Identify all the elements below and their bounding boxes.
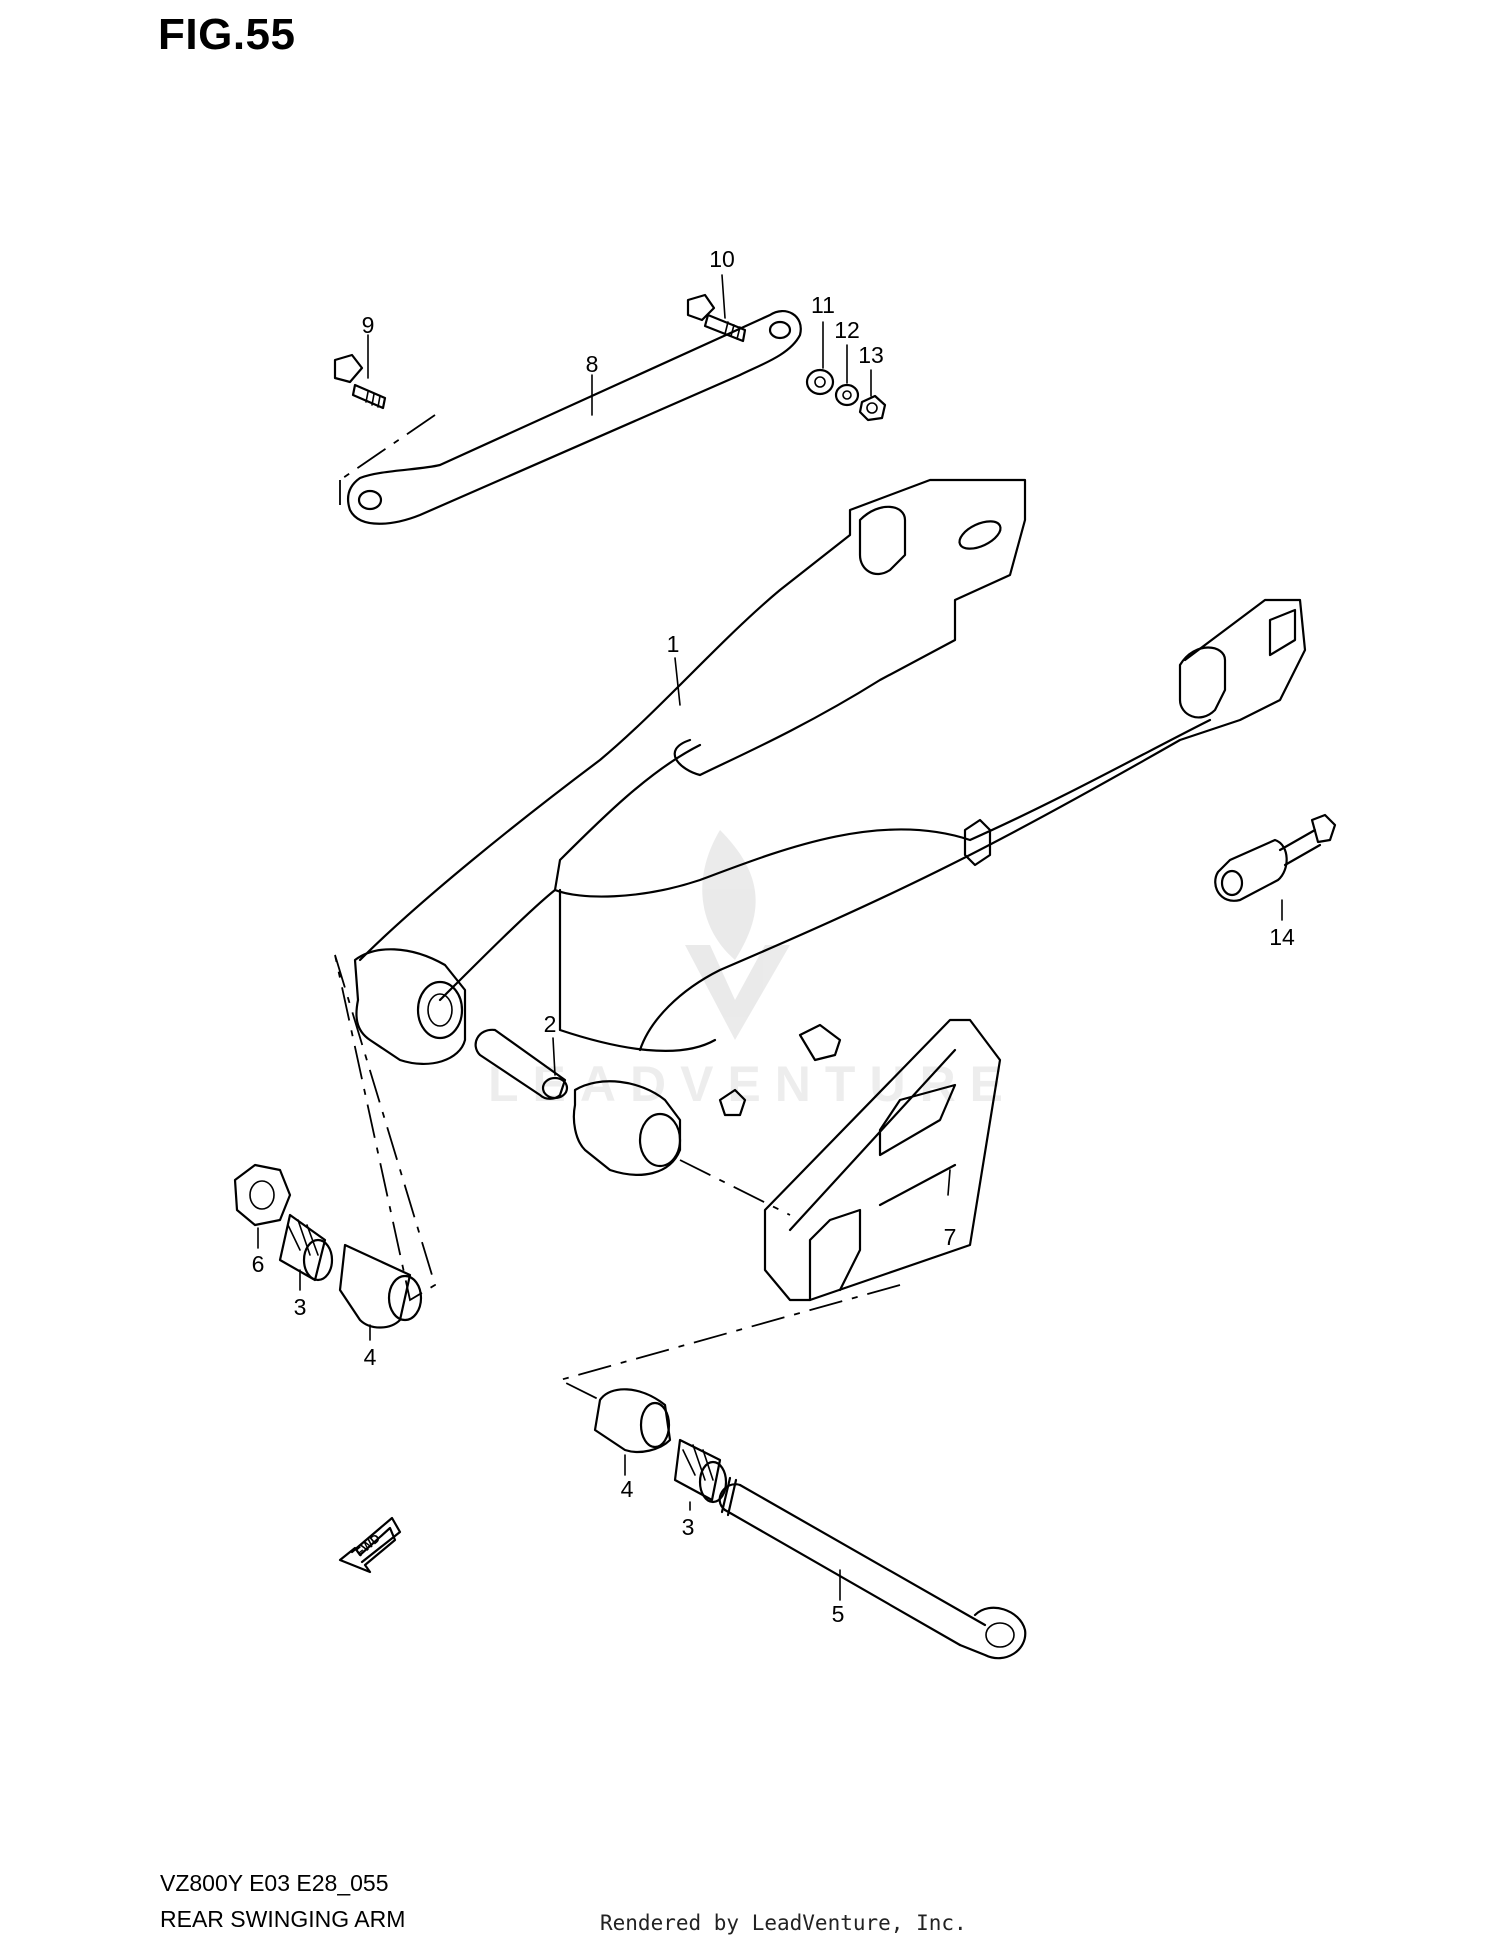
callout-9: 9 — [362, 312, 375, 338]
part-chain-case[interactable] — [763, 1018, 1002, 1302]
part-needle-bearing-right[interactable] — [673, 1438, 728, 1504]
figure-model-code: VZ800Y E03 E28_055 — [160, 1870, 389, 1896]
part-torque-link-bolt-rear[interactable] — [686, 293, 747, 343]
render-credit: Rendered by LeadVenture, Inc. — [600, 1911, 967, 1935]
part-chain-adjuster[interactable] — [1214, 813, 1337, 902]
part-needle-bearing-left[interactable] — [278, 1213, 334, 1282]
part-spacer-left[interactable] — [338, 1243, 423, 1329]
part-pivot-nut[interactable] — [233, 1163, 292, 1227]
callout-8: 8 — [586, 351, 599, 377]
callout-11: 11 — [811, 292, 835, 318]
part-washer-11[interactable] — [805, 368, 835, 396]
callout-3-right: 3 — [682, 1514, 695, 1540]
figure-title: FIG.55 — [158, 10, 296, 59]
callout-10: 10 — [709, 246, 735, 272]
callout-6: 6 — [252, 1251, 265, 1277]
callout-5: 5 — [832, 1601, 845, 1627]
callout-13: 13 — [858, 342, 884, 368]
part-pivot-shaft[interactable] — [718, 1476, 1027, 1660]
part-spacer-right[interactable] — [593, 1388, 672, 1454]
watermark-logo — [685, 830, 790, 1040]
callout-12: 12 — [834, 317, 860, 343]
part-swinging-arm[interactable] — [353, 478, 1307, 1176]
part-nut-13[interactable] — [858, 394, 887, 422]
callout-14: 14 — [1269, 924, 1295, 950]
part-torque-link-bolt-front[interactable] — [333, 353, 387, 410]
callout-2: 2 — [544, 1011, 557, 1037]
callout-1: 1 — [667, 631, 680, 657]
callout-4-right: 4 — [621, 1476, 634, 1502]
watermark-text: LEADVENTURE — [488, 1056, 1018, 1112]
assembly-lines — [334, 414, 901, 1401]
callout-3-left: 3 — [294, 1294, 307, 1320]
leader-lines — [257, 274, 1283, 1601]
forward-direction-arrow: FWD — [338, 1516, 402, 1574]
callout-labels: 1 2 3 3 4 4 5 6 7 8 9 10 11 12 13 14 — [252, 246, 1295, 1627]
callout-7: 7 — [944, 1224, 957, 1250]
part-washer-12[interactable] — [834, 383, 860, 407]
part-pivot-collar[interactable] — [474, 1028, 569, 1100]
figure-name: REAR SWINGING ARM — [160, 1906, 406, 1932]
part-torque-link[interactable] — [346, 309, 802, 525]
callout-4-left: 4 — [364, 1344, 377, 1370]
